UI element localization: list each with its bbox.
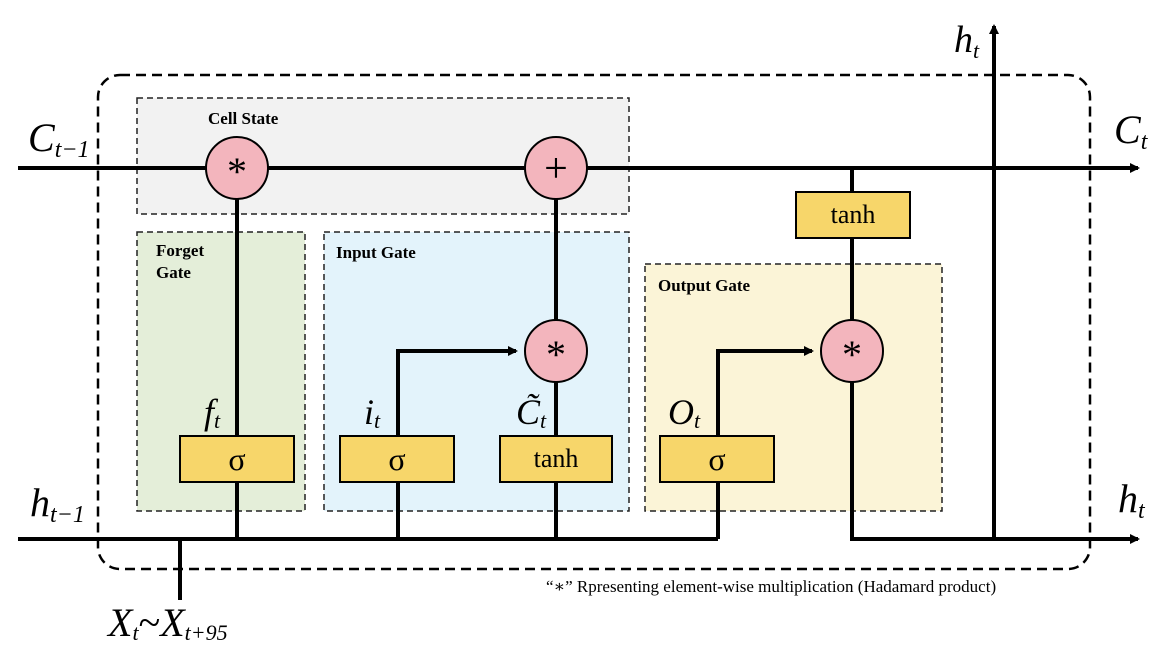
mult-input-op: * bbox=[524, 319, 588, 383]
svg-text:tanh: tanh bbox=[534, 444, 579, 473]
cell-state-title: Cell State bbox=[208, 109, 279, 128]
svg-text:*: * bbox=[842, 332, 862, 377]
sigma-output-box: σ bbox=[659, 435, 775, 483]
input-gate-title: Input Gate bbox=[336, 243, 416, 262]
label-c-prev: Ct−1 bbox=[28, 115, 90, 163]
add-cell-op: + bbox=[524, 136, 588, 200]
svg-text:tanh: tanh bbox=[831, 200, 876, 229]
svg-text:σ: σ bbox=[708, 441, 725, 477]
lstm-cell-boundary bbox=[96, 73, 1092, 571]
svg-text:*: * bbox=[546, 332, 566, 377]
svg-text:σ: σ bbox=[228, 441, 245, 477]
label-it: it bbox=[364, 392, 381, 433]
label-h-next: ht bbox=[1118, 476, 1146, 524]
label-ctilde: C̃t bbox=[516, 392, 547, 433]
label-h-prev: ht−1 bbox=[30, 480, 85, 528]
label-c-next: Ct bbox=[1114, 107, 1149, 155]
label-ot: Ot bbox=[668, 392, 701, 433]
label-x-input: Xt~Xt+95 bbox=[106, 600, 228, 645]
label-h-top: ht bbox=[954, 19, 980, 63]
forget-gate-title-2: Gate bbox=[156, 263, 191, 282]
output-gate-title: Output Gate bbox=[658, 276, 751, 295]
tanh-input-box: tanh bbox=[499, 435, 613, 483]
sigma-input-box: σ bbox=[339, 435, 455, 483]
sigma-forget-box: σ bbox=[179, 435, 295, 483]
forget-gate-title-1: Forget bbox=[156, 241, 204, 260]
mult-forget-op: * bbox=[205, 136, 269, 200]
svg-text:+: + bbox=[544, 146, 568, 192]
mult-output-op: * bbox=[820, 319, 884, 383]
svg-text:σ: σ bbox=[388, 441, 405, 477]
svg-text:*: * bbox=[227, 149, 247, 194]
tanh-output-box: tanh bbox=[795, 191, 911, 239]
footnote: “∗” Rpresenting element-wise multiplicat… bbox=[546, 577, 996, 596]
